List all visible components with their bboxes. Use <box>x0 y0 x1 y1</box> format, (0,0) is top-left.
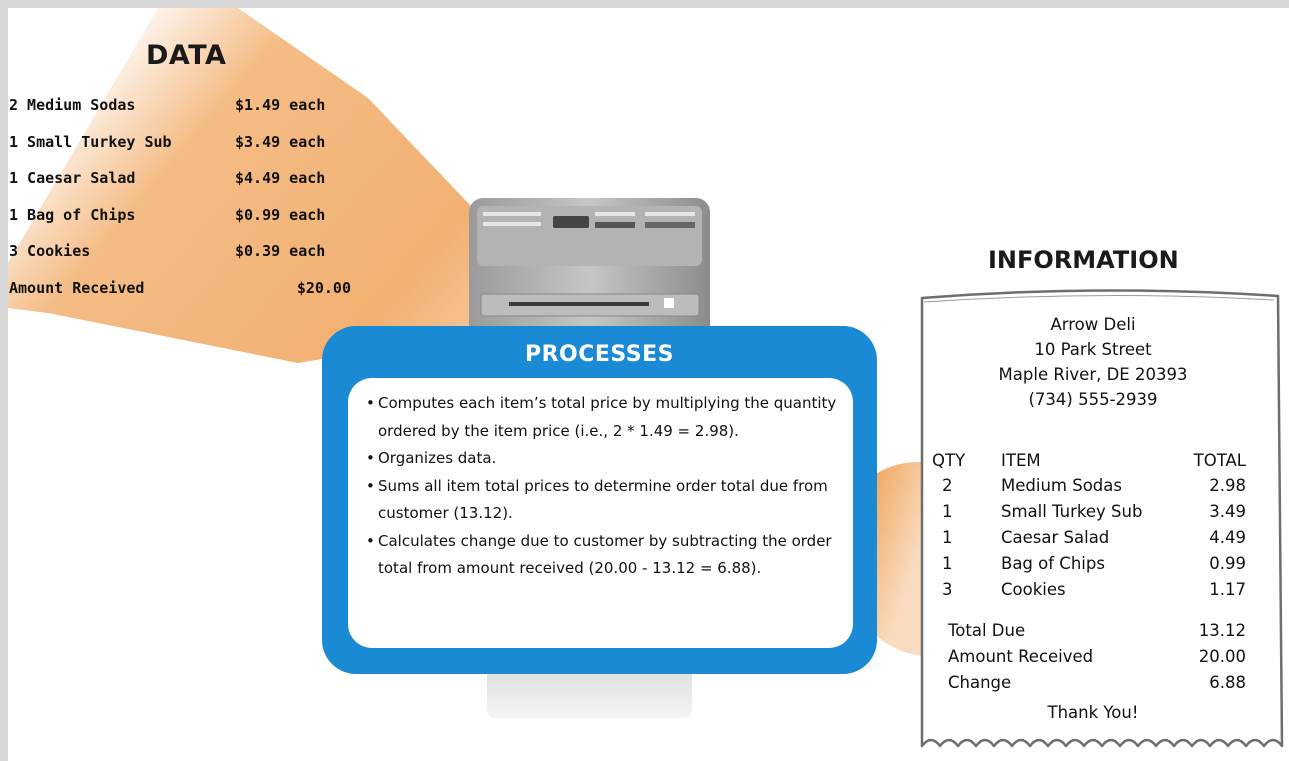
row-qty: 1 <box>942 528 953 547</box>
summary-label: Change <box>948 673 1012 692</box>
data-item: 3 Cookies $0.39 each <box>9 242 359 279</box>
process-text: Computes each item’s total price by mult… <box>378 394 837 440</box>
row-qty: 2 <box>942 476 953 495</box>
data-title: DATA <box>146 40 227 71</box>
row-item: Caesar Salad <box>1001 528 1110 547</box>
data-item-label: 1 Small Turkey Sub <box>9 132 172 151</box>
process-text: Organizes data. <box>378 449 497 467</box>
amount-received-value: $20.00 <box>296 278 351 297</box>
processes-to-information-beam <box>868 461 930 656</box>
diagram-canvas: DATA 2 Medium Sodas $1.49 each 1 Small T… <box>8 8 1289 761</box>
row-qty: 3 <box>942 580 953 599</box>
information-title: INFORMATION <box>988 246 1179 274</box>
row-qty: 1 <box>942 502 953 521</box>
row-total: 0.99 <box>1209 554 1246 573</box>
process-item: • Computes each item’s total price by mu… <box>366 390 846 445</box>
row-item: Medium Sodas <box>1001 476 1122 495</box>
data-item: 1 Caesar Salad $4.49 each <box>9 169 359 206</box>
data-item-price: $4.49 each <box>235 169 326 187</box>
row-total: 1.17 <box>1209 580 1246 599</box>
processes-panel: PROCESSES • Computes each item’s total p… <box>322 326 877 674</box>
item-header: ITEM <box>1001 451 1041 470</box>
data-item-price: $3.49 each <box>235 132 326 151</box>
process-item: • Sums all item total prices to determin… <box>366 473 846 528</box>
summary-value: 20.00 <box>1198 647 1246 666</box>
store-phone: (734) 555-2939 <box>1028 390 1158 409</box>
receipt-column-headers: QTY ITEM TOTAL <box>928 448 1258 474</box>
row-total: 2.98 <box>1209 476 1246 495</box>
total-due-row: Total Due 13.12 <box>948 618 1246 644</box>
process-text: Calculates change due to customer by sub… <box>378 531 832 578</box>
summary-label: Amount Received <box>948 647 1094 666</box>
change-row: Change 6.88 <box>948 670 1246 696</box>
data-item-price: $1.49 each <box>235 96 326 114</box>
amount-received-label: Amount Received <box>9 278 145 297</box>
row-total: 3.49 <box>1209 502 1246 521</box>
receipt: Arrow Deli 10 Park Street Maple River, D… <box>928 308 1258 748</box>
process-item: • Calculates change due to customer by s… <box>366 528 846 583</box>
store-city: Maple River, DE 20393 <box>998 365 1188 384</box>
bullet: • <box>366 449 375 467</box>
process-list: • Computes each item’s total price by mu… <box>366 390 846 583</box>
receipt-row: 1 Bag of Chips 0.99 <box>928 551 1258 577</box>
summary-value: 6.88 <box>1209 673 1246 692</box>
amount-received-row: Amount Received $20.00 <box>9 279 359 316</box>
store-street: 10 Park Street <box>1034 340 1152 359</box>
data-item-label: 1 Caesar Salad <box>9 169 136 187</box>
row-qty: 1 <box>942 554 953 573</box>
row-item: Bag of Chips <box>1001 554 1105 573</box>
process-item: • Organizes data. <box>366 445 846 473</box>
summary-label: Total Due <box>948 621 1026 640</box>
bullet: • <box>366 394 375 412</box>
processes-title: PROCESSES <box>524 342 674 367</box>
row-item: Small Turkey Sub <box>1001 502 1143 521</box>
receipt-row: 1 Small Turkey Sub 3.49 <box>928 499 1258 525</box>
amount-received-summary-row: Amount Received 20.00 <box>948 644 1246 670</box>
data-to-processes-beam <box>8 8 568 363</box>
qty-header: QTY <box>932 451 966 470</box>
summary-value: 13.12 <box>1198 621 1246 640</box>
processes-box: • Computes each item’s total price by mu… <box>348 378 853 648</box>
receipt-row: 1 Caesar Salad 4.49 <box>928 525 1258 551</box>
bullet: • <box>366 476 375 495</box>
receipt-row: 3 Cookies 1.17 <box>928 577 1258 603</box>
data-item: 2 Medium Sodas $1.49 each <box>9 96 359 133</box>
data-item-label: 2 Medium Sodas <box>9 96 136 114</box>
bullet: • <box>366 531 375 550</box>
data-item-label: 1 Bag of Chips <box>9 205 136 224</box>
process-text: Sums all item total prices to determine … <box>378 476 828 523</box>
store-name: Arrow Deli <box>1050 315 1136 334</box>
row-total: 4.49 <box>1209 528 1246 547</box>
store-header: Arrow Deli 10 Park Street Maple River, D… <box>928 312 1258 412</box>
data-list: 2 Medium Sodas $1.49 each 1 Small Turkey… <box>9 96 359 315</box>
thank-you-text: Thank You! <box>1047 703 1139 722</box>
data-item: 1 Bag of Chips $0.99 each <box>9 206 359 243</box>
row-item: Cookies <box>1001 580 1066 599</box>
receipt-paper <box>920 289 1284 748</box>
total-header: TOTAL <box>1193 451 1246 470</box>
data-item: 1 Small Turkey Sub $3.49 each <box>9 133 359 170</box>
data-item-price: $0.99 each <box>235 205 326 224</box>
data-item-price: $0.39 each <box>235 242 326 260</box>
receipt-row: 2 Medium Sodas 2.98 <box>928 473 1258 499</box>
flow-beams <box>8 8 930 656</box>
data-item-label: 3 Cookies <box>9 242 91 260</box>
